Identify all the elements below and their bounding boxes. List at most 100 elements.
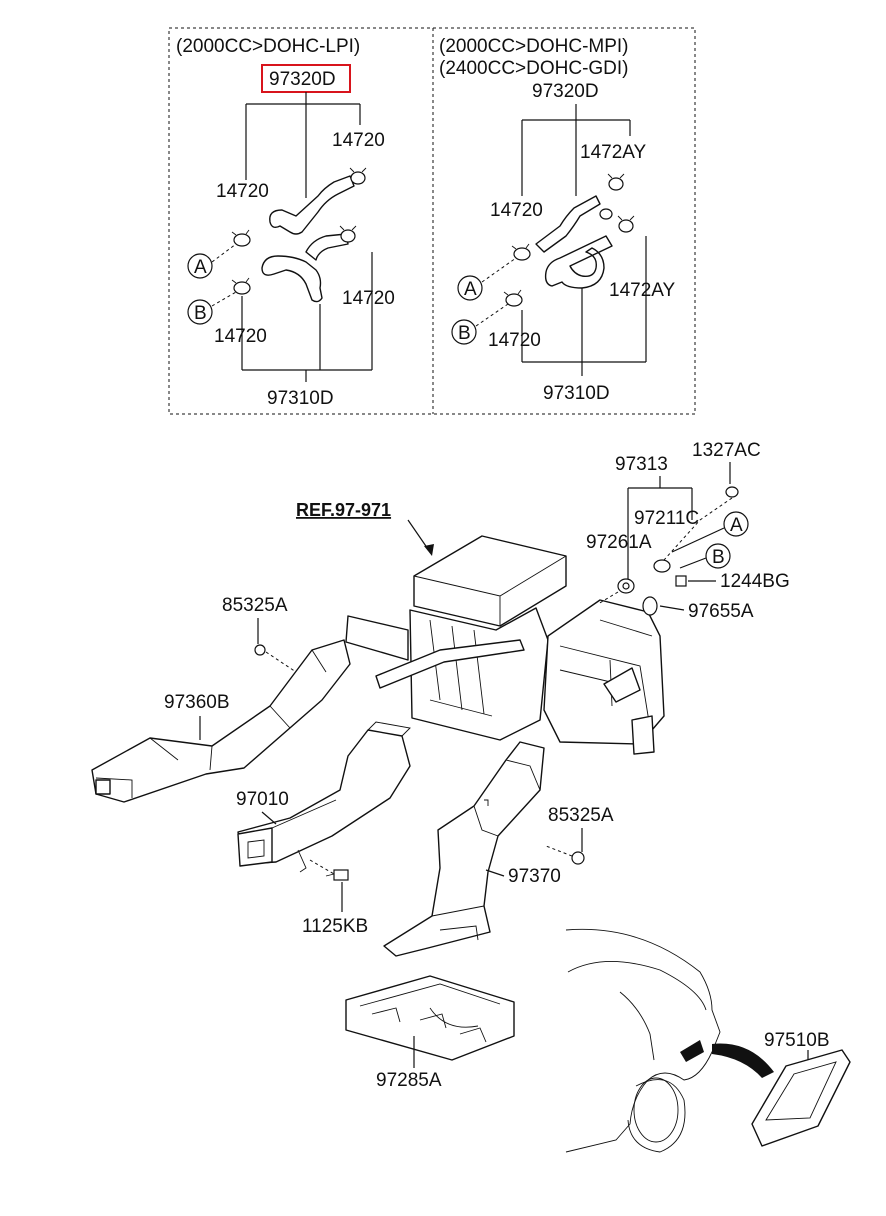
right-ref-b: B: [458, 323, 471, 344]
center-duct-top: [413, 535, 567, 627]
car-body-outline: [565, 928, 721, 1153]
screw-icon: [254, 644, 266, 656]
p1125kb-label[interactable]: 1125KB: [302, 916, 368, 937]
right-engine-label-1: (2000CC>DOHC-MPI): [439, 36, 629, 57]
p97261a-label[interactable]: 97261A: [586, 532, 652, 553]
heater-housing-details: [559, 619, 653, 729]
right-hose-lower-label[interactable]: 97310D: [543, 383, 610, 404]
duct-97370: [383, 741, 545, 957]
screw-dash-line-3: [545, 845, 573, 857]
right-clamp-label-1[interactable]: 1472AY: [580, 142, 647, 163]
vent-97510b: [751, 1049, 851, 1147]
main-ref-b: B: [712, 547, 725, 568]
p97211c-label[interactable]: 97211C: [634, 508, 699, 529]
p85325a-left-label[interactable]: 85325A: [222, 595, 288, 616]
left-hose-upper-label[interactable]: 97320D: [269, 69, 336, 90]
duct-97370-tab: [484, 799, 489, 806]
left-hose-lower-label[interactable]: 97310D: [267, 388, 334, 409]
ref-a-leader: [481, 257, 517, 283]
p97010-leader: [261, 811, 277, 825]
car-vent-location: [680, 1040, 704, 1062]
heater-housing-panel: [603, 667, 641, 703]
right-upper-leader-lines: [521, 104, 631, 196]
clamp-icon: [617, 215, 635, 233]
ref-b-leader: [679, 557, 707, 569]
right-ref-a: A: [464, 279, 477, 300]
left-clamp-label-3[interactable]: 14720: [342, 288, 395, 309]
right-hose-upper-label[interactable]: 97320D: [532, 81, 599, 102]
left-clamp-label-1[interactable]: 14720: [332, 130, 385, 151]
cable-rod: [375, 639, 525, 689]
right-clamp-label-2[interactable]: 14720: [490, 200, 543, 221]
heater-housing-foot: [631, 715, 655, 755]
ref-b-circle: [451, 319, 477, 345]
right-lower-leader-lines: [521, 236, 647, 376]
duct-97360b: [91, 639, 351, 803]
right-clamp-label-4[interactable]: 14720: [488, 330, 541, 351]
grommet-dash-line: [597, 591, 619, 605]
p97370-label[interactable]: 97370: [508, 866, 561, 887]
p97285a-label[interactable]: 97285A: [376, 1070, 442, 1091]
p97655a-label[interactable]: 97655A: [688, 601, 754, 622]
lower-leader-lines: [241, 252, 373, 382]
reference-arrow-icon: [424, 544, 434, 556]
upper-leader-lines: [245, 92, 361, 198]
left-clamp-label-2[interactable]: 14720: [216, 181, 269, 202]
p97313-leader: [627, 476, 693, 580]
screw-icon: [325, 869, 349, 881]
ref-a-circle: [187, 253, 213, 279]
screw-icon: [571, 851, 585, 865]
clamp-icon: [511, 243, 531, 261]
screw-icon: [675, 575, 687, 587]
p97510b-label[interactable]: 97510B: [764, 1030, 830, 1051]
ref-a-circle: [457, 275, 483, 301]
ref-b-circle: [187, 299, 213, 325]
center-duct-edges: [413, 555, 567, 626]
duct-97370-edges: [431, 759, 541, 941]
right-panel: (2000CC>DOHC-MPI) (2400CC>DOHC-GDI) 9732…: [439, 36, 676, 404]
reference-label[interactable]: REF.97-971: [296, 500, 391, 520]
left-engine-label: (2000CC>DOHC-LPI): [176, 36, 360, 57]
p85325a-right-label[interactable]: 85325A: [548, 805, 614, 826]
hose-detail-box: [168, 27, 696, 415]
floor-bracket-97285a: [345, 975, 515, 1061]
clamp-icon: [653, 559, 671, 573]
center-duct-left-arm: [345, 615, 409, 661]
p97655a-leader: [659, 605, 685, 611]
callout-arrow-icon: [712, 1043, 774, 1078]
ref-a-circle: [723, 511, 749, 537]
car-wheel: [633, 1077, 679, 1143]
clamp-icon: [349, 167, 367, 185]
car-window-outline: [567, 961, 707, 1061]
p1244bg-label[interactable]: 1244BG: [720, 571, 790, 592]
clamp-icon: [503, 289, 523, 307]
floor-bracket-details: [359, 983, 501, 1043]
p97313-label[interactable]: 97313: [615, 454, 668, 475]
ref-b-leader: [475, 303, 509, 327]
duct-97360b-edges: [95, 649, 327, 798]
upper-hose-1: [269, 175, 355, 235]
left-panel: (2000CC>DOHC-LPI) 97320D 14720 14720 14: [176, 36, 395, 409]
p97010-label[interactable]: 97010: [236, 789, 289, 810]
p1327ac-label[interactable]: 1327AC: [692, 440, 761, 461]
clamp-icon: [231, 277, 251, 295]
duct-97010-tab: [297, 849, 307, 873]
ref-a-leader: [211, 243, 237, 263]
lower-hose-branch: [305, 233, 349, 261]
left-ref-a: A: [194, 257, 207, 278]
right-clamp-label-3[interactable]: 1472AY: [609, 280, 676, 301]
p97370-leader: [485, 869, 505, 877]
clamp-icon: [607, 173, 625, 191]
duct-97010-edges: [271, 721, 411, 829]
ref-b-leader: [211, 291, 237, 307]
left-clamp-label-4[interactable]: 14720: [214, 326, 267, 347]
right-lower-hose: [544, 235, 613, 289]
screw-dash-line-2: [309, 859, 335, 875]
right-upper-hose: [535, 195, 601, 253]
right-engine-label-2: (2400CC>DOHC-GDI): [439, 58, 629, 79]
grommet-icon: [617, 578, 635, 594]
clip-icon: [642, 596, 658, 616]
p97360b-label[interactable]: 97360B: [164, 692, 230, 713]
